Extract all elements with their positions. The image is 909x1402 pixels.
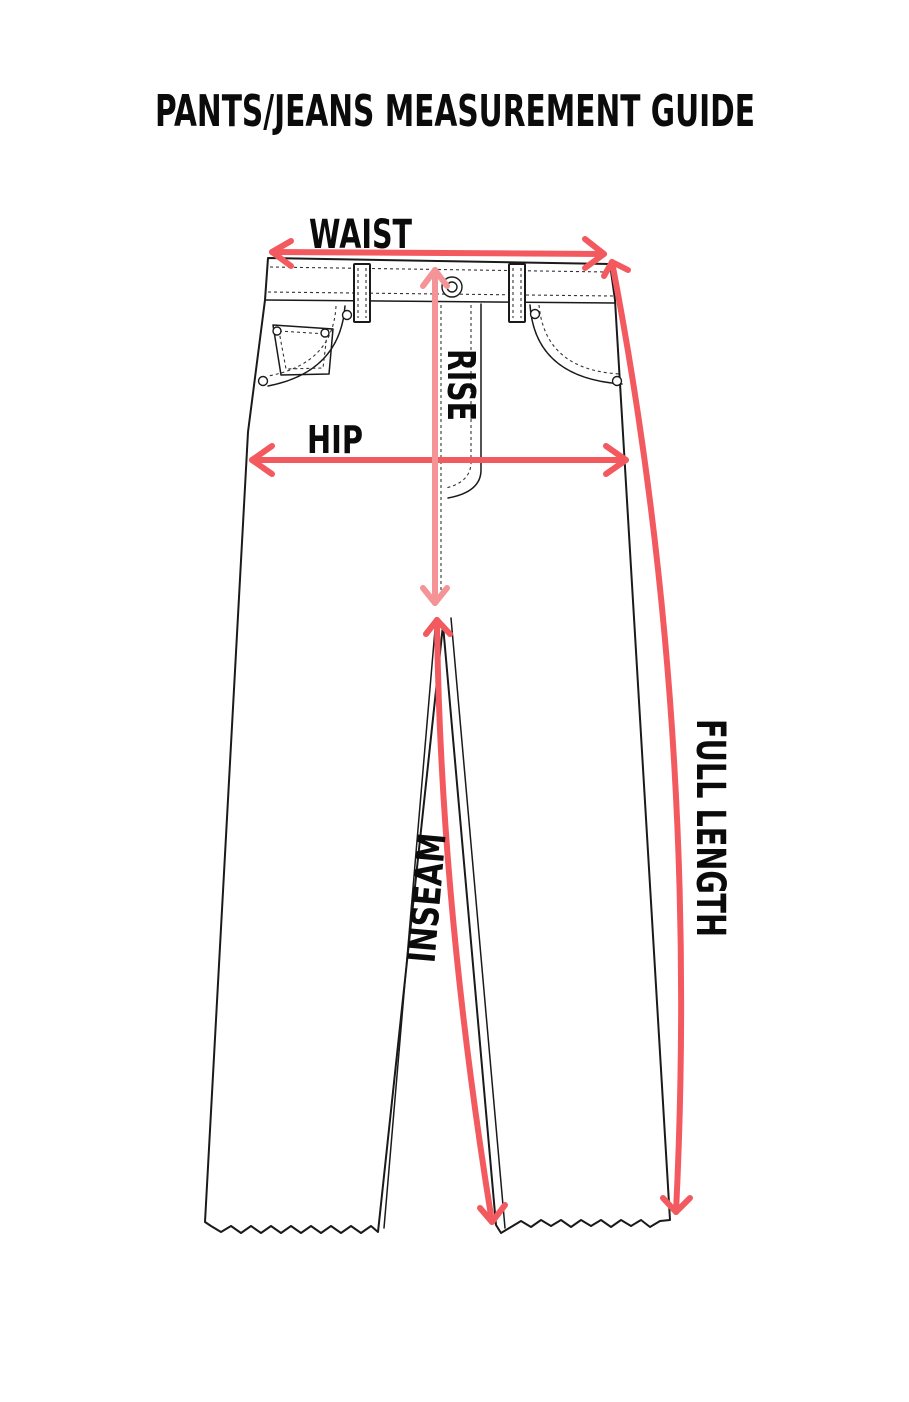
label-rise: RISE bbox=[439, 349, 483, 421]
rise-arrow bbox=[420, 267, 450, 606]
label-hip: HIP bbox=[307, 418, 363, 462]
hip-arrow bbox=[249, 443, 629, 477]
label-full-length: FULL LENGTH bbox=[687, 719, 733, 937]
belt-loop-left bbox=[353, 263, 371, 323]
page-title: PANTS/JEANS MEASUREMENT GUIDE bbox=[155, 86, 755, 137]
label-waist: WAIST bbox=[309, 212, 413, 258]
belt-loop-right bbox=[508, 263, 526, 323]
inseam-arrow bbox=[423, 617, 508, 1225]
full-length-arrow bbox=[601, 259, 693, 1215]
pants-illustration bbox=[204, 257, 671, 1234]
waist-arrow bbox=[269, 236, 607, 271]
measurement-arrows bbox=[249, 236, 693, 1225]
